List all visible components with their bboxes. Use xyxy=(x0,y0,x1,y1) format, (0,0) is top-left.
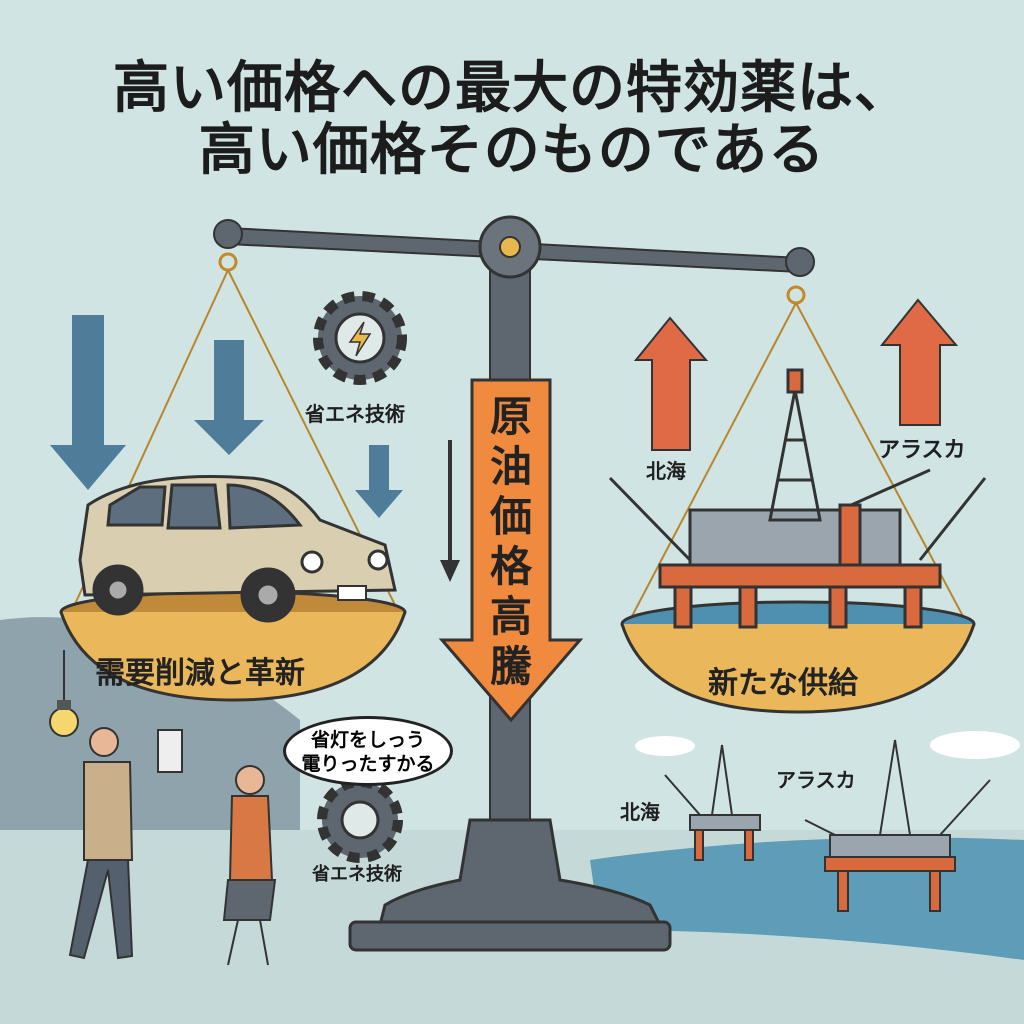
price-surge-label: 原油価格高騰 xyxy=(489,392,532,691)
gear-icon xyxy=(317,777,403,863)
man-figure xyxy=(68,727,134,960)
light-bulb-icon xyxy=(49,650,79,737)
up-arrows xyxy=(633,298,959,451)
cloud xyxy=(635,736,695,756)
gear-label-bottom: 省エネ技術 xyxy=(312,864,402,885)
alaska-label-lower: アラスカ xyxy=(776,768,856,792)
car xyxy=(78,475,397,623)
gear-icon xyxy=(313,291,407,385)
page-title: 高い価格への最大の特効薬は、 高い価格そのものである xyxy=(0,58,1024,182)
price-surge-arrow xyxy=(438,378,584,723)
right-pan xyxy=(620,623,976,714)
north-sea-label: 北海 xyxy=(646,459,686,483)
left-pan-label: 需要削減と革新 xyxy=(95,656,305,691)
north-sea-label-lower: 北海 xyxy=(620,800,660,824)
cloud xyxy=(930,731,1020,759)
light-switch xyxy=(157,729,183,773)
speech-line-1: 省灯をしっう xyxy=(310,729,425,751)
woman-figure xyxy=(222,765,277,966)
title-line-1: 高い価格への最大の特効薬は、 xyxy=(113,56,911,121)
down-arrows xyxy=(50,315,460,582)
oil-rig-small xyxy=(664,744,761,861)
gear-label-top: 省エネ技術 xyxy=(305,402,405,426)
speech-line-2: 電りったすかる xyxy=(301,753,435,775)
oil-rig-small xyxy=(804,739,991,912)
alaska-label: アラスカ xyxy=(878,438,966,463)
oil-rig xyxy=(608,368,987,629)
left-pan xyxy=(59,611,407,702)
speech-bubble: 省灯をしっう 電りったすかる xyxy=(283,716,453,786)
title-line-2: 高い価格そのものである xyxy=(198,118,826,183)
right-pan-label: 新たな供給 xyxy=(708,666,858,701)
